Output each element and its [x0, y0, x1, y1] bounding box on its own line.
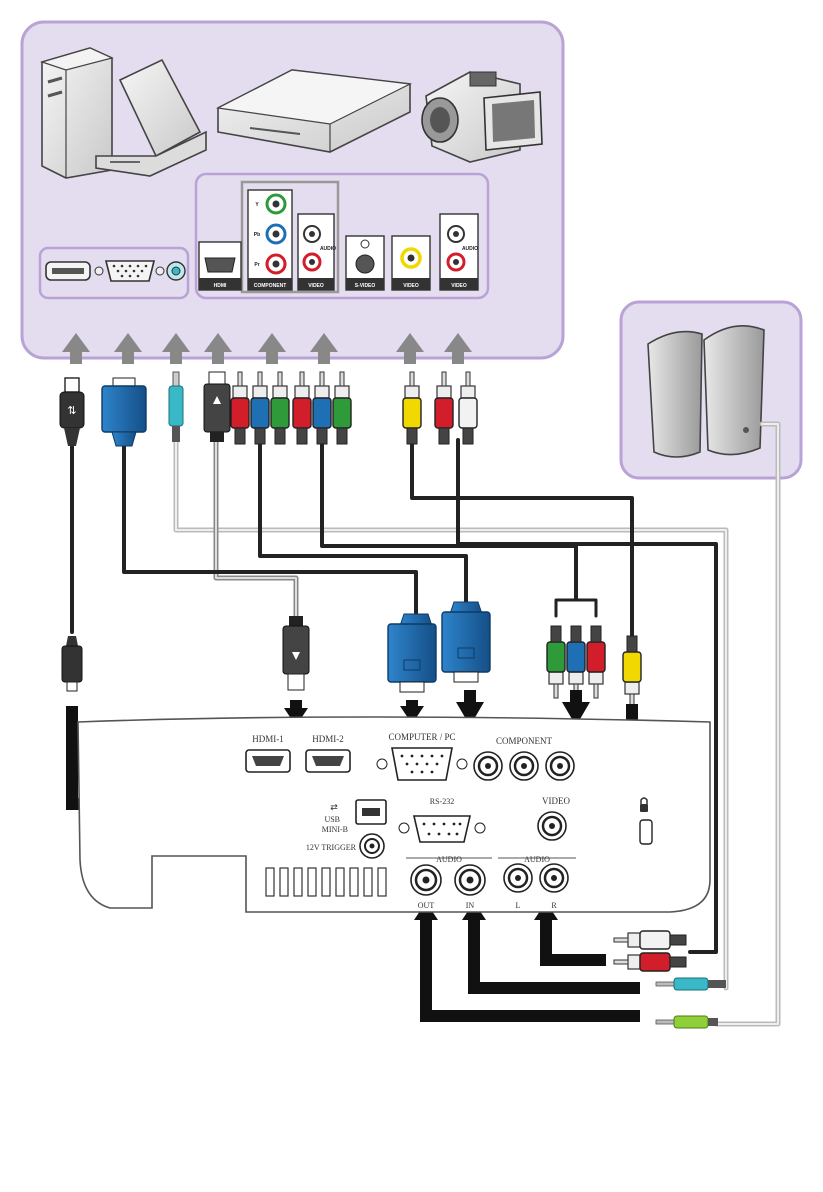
- vga-plug-source: [102, 378, 146, 446]
- rca-blue-plug-2: [313, 372, 331, 444]
- audio-r-port: [540, 864, 568, 892]
- component-ports: Y Pb Pr COMPONENT: [248, 190, 292, 290]
- audio-ports-c: AUDIO VIDEO: [440, 214, 478, 290]
- vga-plug-projector-1: [388, 614, 436, 692]
- svg-text:⇅: ⇅: [67, 404, 76, 417]
- rca-white-plug: [459, 372, 477, 444]
- video-audio-ports-a: AUDIO VIDEO: [298, 214, 336, 290]
- audio-label-a: AUDIO: [320, 246, 336, 252]
- component-ports-projector: [474, 752, 574, 780]
- pr-label: Pr: [254, 262, 259, 268]
- trigger-port: [360, 834, 384, 858]
- rca-white-plug-projector: [614, 931, 686, 949]
- rs232-label: RS-232: [430, 797, 454, 806]
- audio-out-port: [411, 865, 441, 895]
- audio-plug-source: [169, 372, 183, 442]
- mini-usb-plug: [62, 636, 82, 691]
- usb-plug: ⇅: [60, 378, 84, 446]
- r-label: R: [551, 901, 557, 910]
- video-label-c: VIDEO: [451, 283, 467, 289]
- source-plugs: ⇅: [60, 372, 477, 446]
- vga-plug-projector-2: [442, 602, 490, 682]
- rca-red-plug-projector-2: [614, 953, 686, 971]
- video-port-b: VIDEO: [392, 236, 430, 290]
- computer-pc-label: COMPUTER / PC: [388, 732, 455, 742]
- rca-green-plug-1: [271, 372, 289, 444]
- hdmi-1-port: [246, 750, 290, 772]
- source-panel: HDMI Y Pb Pr COMPONENT: [22, 22, 563, 358]
- rca-red-plug-2: [293, 372, 311, 444]
- component-label-projector: COMPONENT: [496, 736, 553, 746]
- rca-yellow-plug: [403, 372, 421, 444]
- l-label: L: [516, 901, 521, 910]
- component-label: COMPONENT: [254, 283, 287, 289]
- hdmi-plug-projector: [283, 616, 309, 690]
- audio-label-b: AUDIO: [462, 246, 478, 252]
- rca-red-plug-1: [231, 372, 249, 444]
- audio-in-port: [455, 865, 485, 895]
- trigger-label: 12V TRIGGER: [306, 843, 357, 852]
- rca-yellow-plug-projector: [623, 636, 641, 708]
- svg-text:⇄: ⇄: [330, 803, 338, 813]
- mini-b-label: MINI-B: [322, 825, 348, 834]
- out-label: OUT: [418, 901, 435, 910]
- audio-lr-label: AUDIO: [524, 855, 550, 864]
- hdmi-port-icon: HDMI: [199, 242, 241, 290]
- rca-blue-plug-projector: [567, 626, 585, 698]
- hdmi-2-label: HDMI-2: [312, 734, 344, 744]
- video-label-a: VIDEO: [308, 283, 324, 289]
- rca-red-plug-projector: [587, 626, 605, 698]
- hdmi-label: HDMI: [214, 283, 227, 289]
- speaker-panel: [621, 302, 801, 478]
- svideo-port-icon: S-VIDEO: [346, 236, 384, 290]
- hdmi-1-label: HDMI-1: [252, 734, 284, 744]
- audio-l-port: [504, 864, 532, 892]
- rca-green-plug-projector: [547, 626, 565, 698]
- video-port-projector: [538, 812, 566, 840]
- rca-red-plug-3: [435, 372, 453, 444]
- video-label-projector: VIDEO: [542, 796, 570, 806]
- usb-label: USB: [324, 815, 340, 824]
- video-label-b: VIDEO: [403, 283, 419, 289]
- vent-slots: [266, 868, 386, 896]
- audio-in-plug: [656, 978, 726, 990]
- av-port-panel: HDMI Y Pb Pr COMPONENT: [196, 174, 488, 298]
- rca-blue-plug-1: [251, 372, 269, 444]
- projector-panel: ⇄: [78, 717, 710, 912]
- computer-port-panel: [40, 248, 188, 298]
- hdmi-plug-source: [204, 372, 230, 442]
- audio-jack-icon: [167, 262, 185, 280]
- rca-green-plug-2: [333, 372, 351, 444]
- audio-out-in-label: AUDIO: [436, 855, 462, 864]
- hdmi-2-port: [306, 750, 350, 772]
- pb-label: Pb: [254, 232, 260, 238]
- svideo-label: S-VIDEO: [355, 283, 376, 289]
- audio-out-plug: [656, 1016, 718, 1028]
- in-label: IN: [466, 901, 475, 910]
